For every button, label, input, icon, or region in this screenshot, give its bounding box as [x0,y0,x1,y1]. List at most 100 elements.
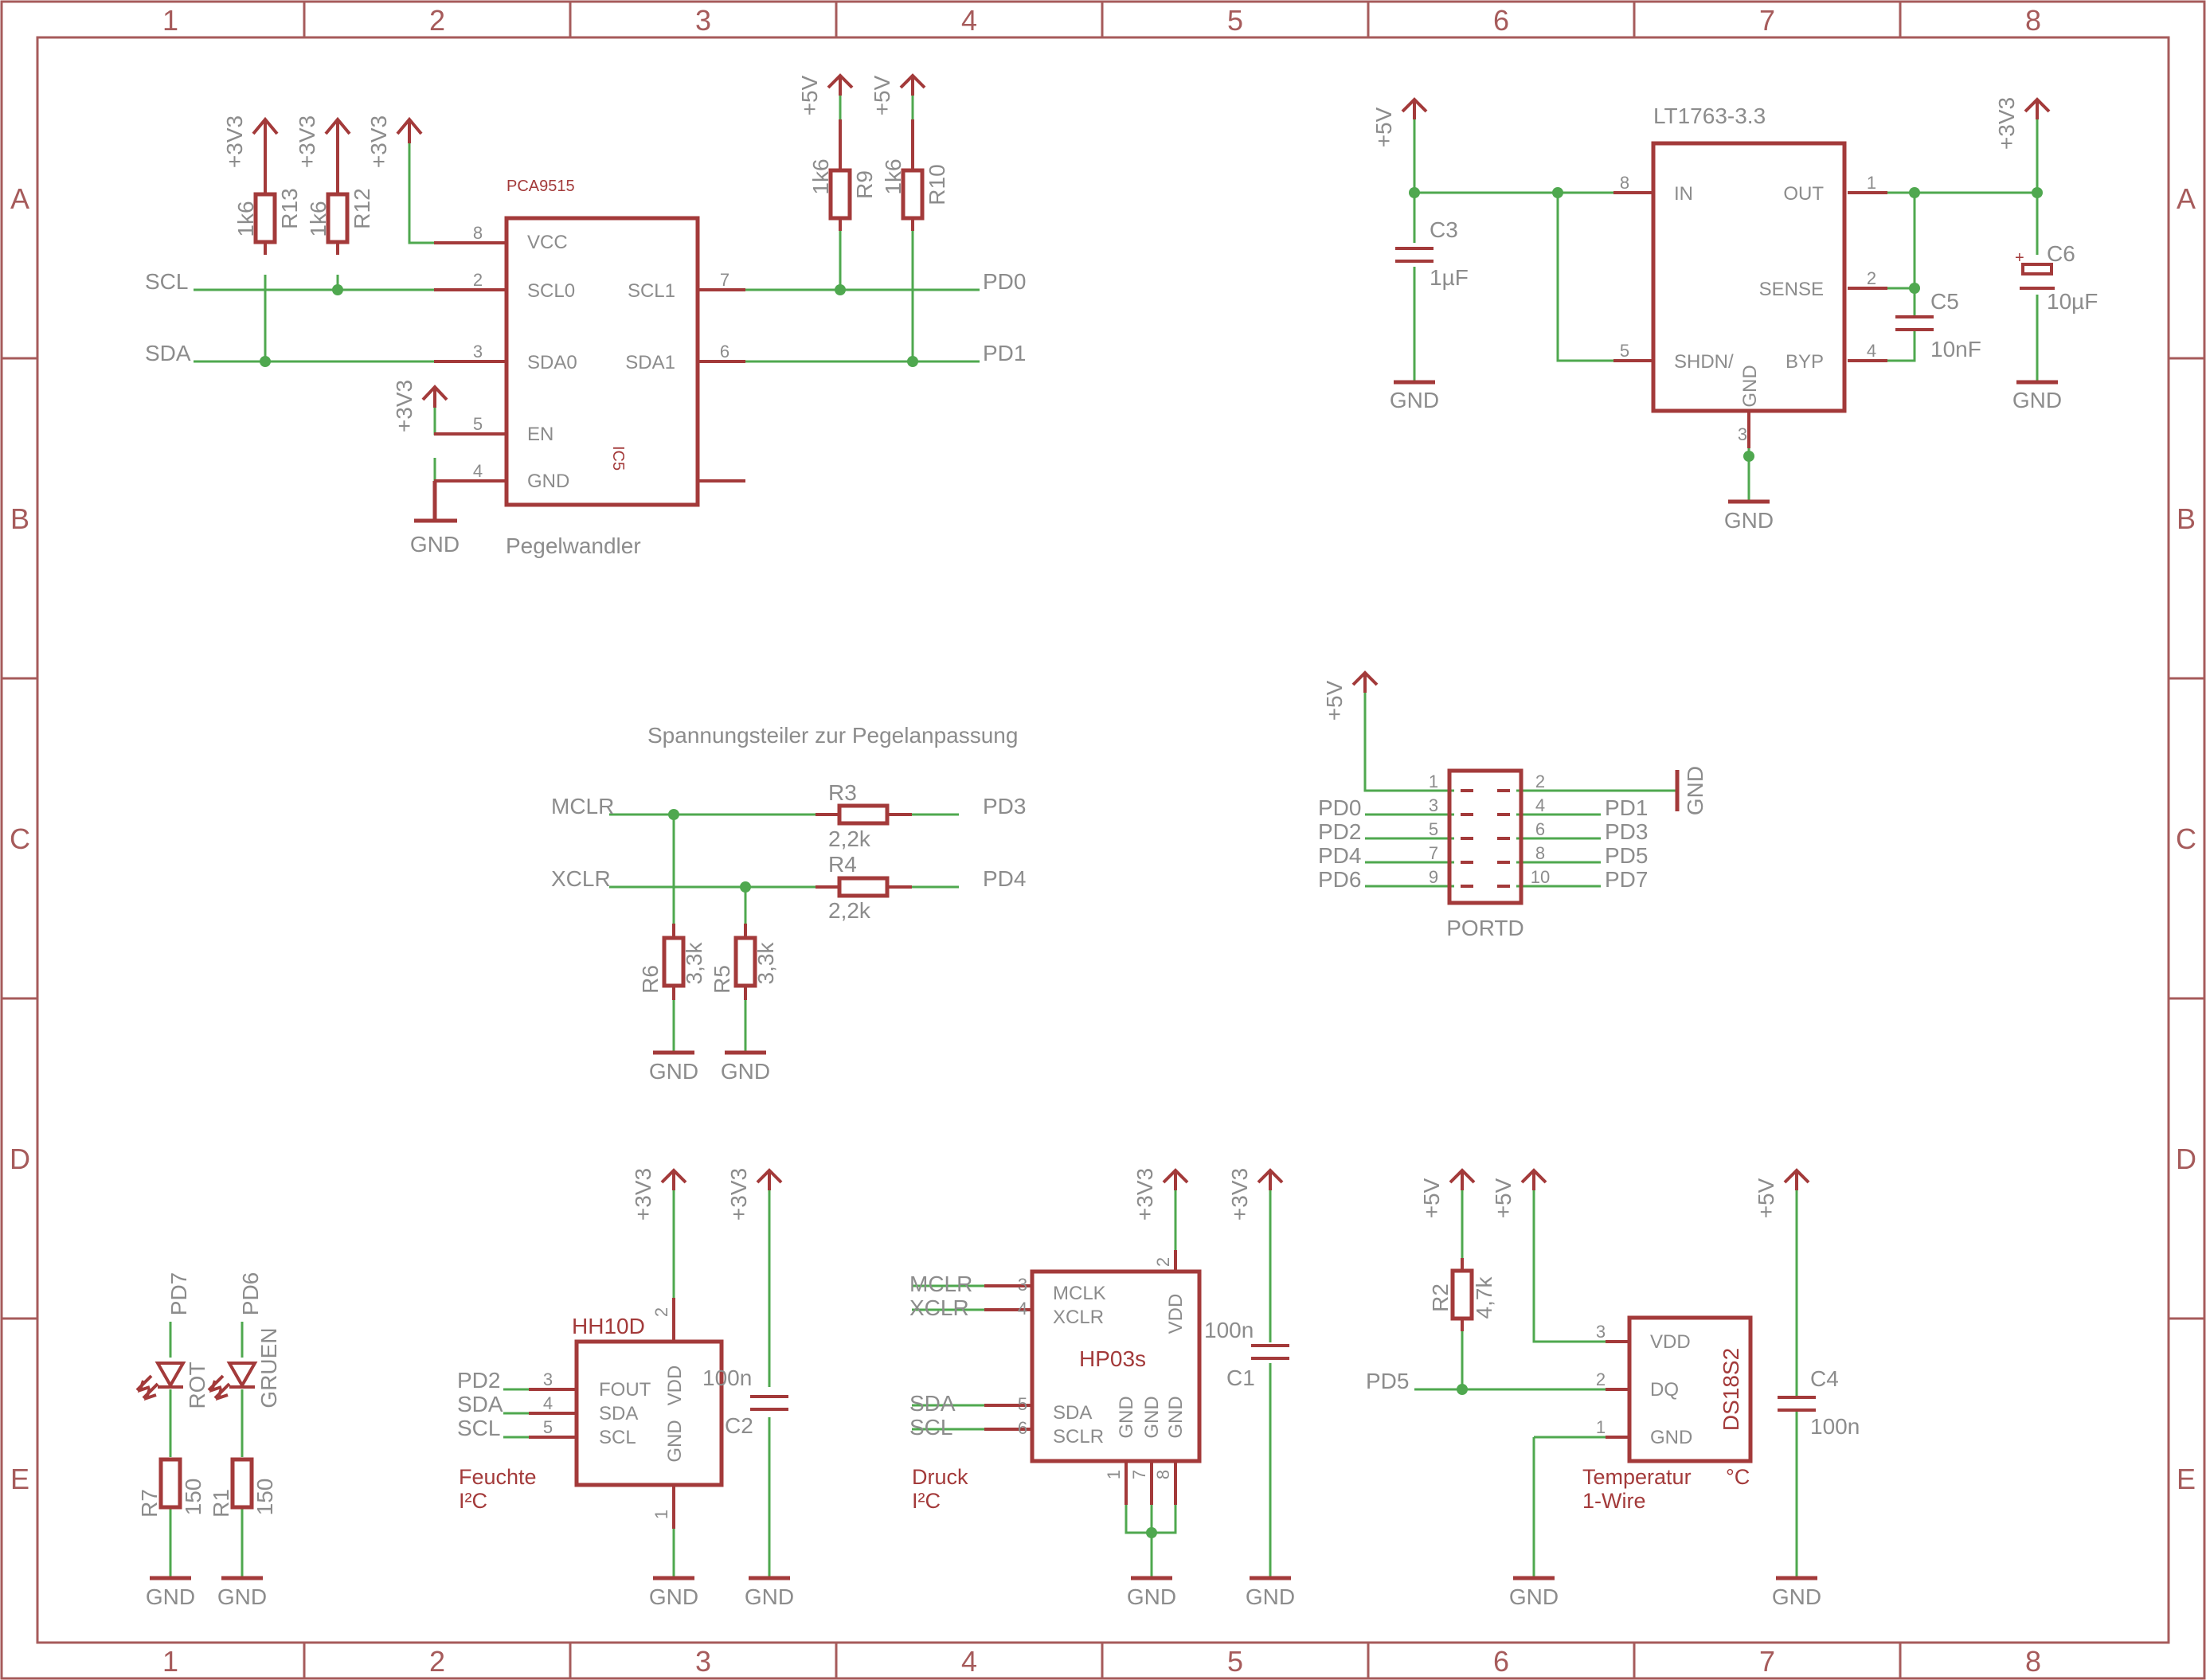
ground-label: GND [1509,1584,1559,1609]
supply-arrow-icon [396,116,423,143]
r1-value: 150 [252,1479,277,1516]
c4-name: C4 [1810,1366,1839,1391]
net-label-pd4: PD4 [1318,843,1361,868]
r7-value: 150 [181,1479,205,1516]
header-pins [1461,789,1510,888]
net-label-pd1: PD1 [1605,795,1648,820]
ground-label: GND [1390,388,1439,412]
frame-row-b: B [2177,502,2196,535]
pin-number: 2 [1596,1369,1606,1389]
pin-name: OUT [1783,183,1824,205]
resistor-r7 [158,1457,182,1510]
r5-name: R5 [710,965,734,994]
pin-number: 1 [651,1510,671,1519]
pin-number: 4 [1867,341,1876,361]
pin-number: 3 [1429,795,1438,815]
r9-value: 1k6 [808,158,833,194]
pegelwandler-section: 8 2 3 5 4 7 6 VCC SCL0 SDA0 EN GND SCL1 … [145,73,1026,558]
supply-arrow-icon [1783,1168,1810,1190]
frame-row-d: D [10,1143,30,1175]
ground-label: GND [1772,1584,1821,1609]
pin-number: 3 [473,342,483,361]
net-label-xclr: XCLR [551,866,611,891]
supply-label-3v3: +3V3 [295,115,319,168]
net-label-pd5: PD5 [1605,843,1648,868]
pin-name: DQ [1650,1379,1679,1401]
light-emission-icon [207,1374,231,1401]
hp03s-name: HP03s [1079,1346,1146,1371]
net-label-pd4: PD4 [983,866,1026,891]
resistor-r4 [837,876,890,898]
pin-name: VDD [664,1365,686,1406]
hp03s-body [1030,1269,1202,1463]
supply-label-5v: +5V [1491,1178,1516,1218]
supply-arrow-icon [1162,1168,1189,1190]
resistor-r10 [901,168,925,221]
net-label-pd2: PD2 [457,1368,500,1393]
r2-value: 4,7k [1472,1276,1496,1319]
net-label-pd7: PD7 [166,1272,191,1315]
pin-name: GND [664,1420,686,1462]
ground-icon [414,481,457,523]
resistor-r13 [253,192,277,244]
pin-name: SDA [1053,1402,1092,1424]
frame-column-labels-top: 1 2 3 4 5 6 7 8 [162,4,2041,37]
net-label-sda: SDA [909,1391,956,1416]
pin-name: SCL1 [628,280,675,302]
portd-name: PORTD [1446,916,1524,940]
net-label-pd0: PD0 [1318,795,1361,820]
r3-value: 2,2k [828,826,871,851]
c5-name: C5 [1930,289,1959,314]
net-label-pd0: PD0 [983,269,1026,294]
pin-number: 3 [1738,424,1747,444]
r4-value: 2,2k [828,898,871,923]
net-label-pd1: PD1 [983,341,1026,365]
pin-number: 5 [1620,341,1629,361]
c5-value: 10nF [1930,337,1981,361]
pin-number: 8 [1620,173,1629,193]
ground-label: GND [721,1059,770,1084]
ground-label: GND [410,532,460,557]
c2-value: 100n [702,1365,752,1390]
ground-label: GND [649,1584,698,1609]
frame-row-a: A [10,182,29,215]
frame-col-8: 8 [2025,1645,2041,1678]
pin-number: 9 [1429,867,1438,887]
c6-name: C6 [2047,241,2075,266]
supply-arrow-icon [324,116,351,143]
pin-number: 3 [1596,1322,1606,1342]
ds18s2-body [1627,1315,1753,1463]
supply-label-3v3: +3V3 [1227,1168,1252,1221]
pin-number: 1 [1104,1470,1124,1479]
pin-number: 6 [1535,819,1545,839]
c2-name: C2 [725,1413,753,1438]
resistor-r9 [828,168,852,221]
pin-name: IN [1674,183,1693,205]
pin-name: SENSE [1759,279,1824,300]
net-label-sda: SDA [145,341,191,365]
supply-label-3v3: +3V3 [1132,1168,1157,1221]
pin-name: XCLR [1053,1307,1104,1328]
resistor-r2 [1450,1268,1474,1321]
frame-col-4: 4 [961,1645,977,1678]
supply-label-3v3: +3V3 [366,115,391,168]
net-label-xclr: XCLR [909,1295,969,1320]
r1-name: R1 [209,1489,233,1518]
ground-label: GND [2012,388,2062,412]
led-icon [154,1362,186,1389]
frame-col-6: 6 [1493,1645,1509,1678]
pin-number: 3 [543,1369,553,1389]
r6-name: R6 [638,965,663,994]
pin-number: 6 [720,342,729,361]
hp03s-label-2: I²C [912,1489,941,1513]
supply-label-5v: +5V [1322,680,1347,721]
pin-name: SDA1 [625,352,675,373]
pin-number: 7 [1129,1470,1149,1479]
ground-label: GND [1683,766,1707,815]
pin-number: 5 [543,1417,553,1437]
frame-col-1: 1 [162,1645,178,1678]
ds18s2-label-1: Temperatur [1582,1465,1692,1489]
net-label-pd7: PD7 [1605,867,1648,892]
ds18s2-label-2: 1-Wire [1582,1489,1646,1513]
pin-name: GND [1116,1396,1137,1438]
